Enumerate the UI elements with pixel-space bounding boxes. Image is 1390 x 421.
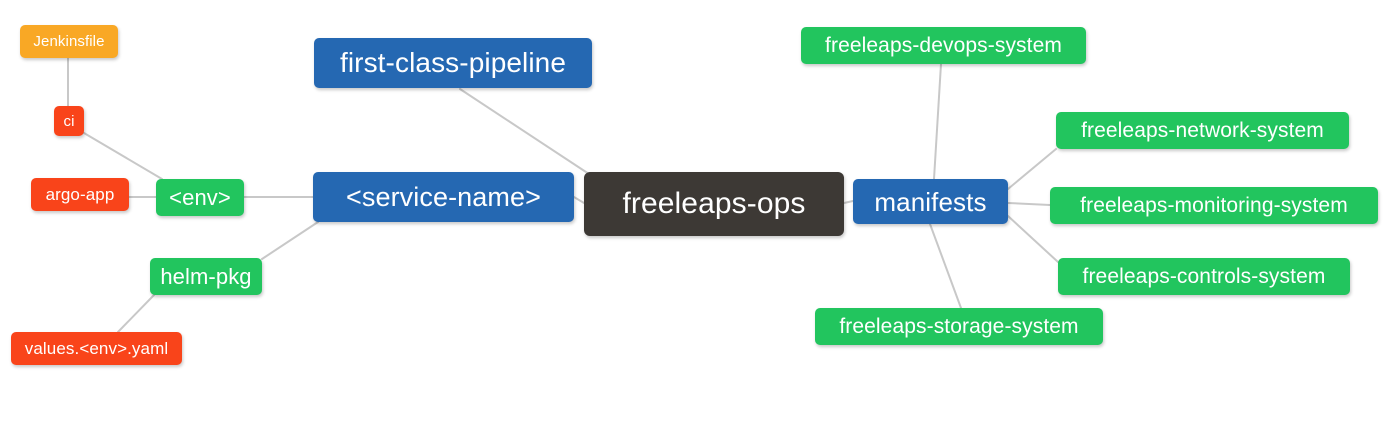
- edge-manifests-to-freeleaps-network-system: [1007, 148, 1057, 190]
- edge-freeleaps-ops-to-first-class-pipeline: [459, 88, 590, 175]
- edge-freeleaps-ops-to-service-name: [573, 196, 585, 204]
- edge-helm-pkg-to-values-env-yaml: [117, 294, 155, 333]
- node-freeleaps-controls-system[interactable]: freeleaps-controls-system: [1058, 258, 1350, 295]
- node-env[interactable]: <env>: [156, 179, 244, 216]
- node-freeleaps-storage-system[interactable]: freeleaps-storage-system: [815, 308, 1103, 345]
- edge-service-name-to-helm-pkg: [261, 221, 319, 260]
- node-values-env-yaml[interactable]: values.<env>.yaml: [11, 332, 182, 365]
- node-freeleaps-monitoring-system[interactable]: freeleaps-monitoring-system: [1050, 187, 1378, 224]
- node-freeleaps-devops-system[interactable]: freeleaps-devops-system: [801, 27, 1086, 64]
- node-freeleaps-ops[interactable]: freeleaps-ops: [584, 172, 844, 236]
- edge-manifests-to-freeleaps-monitoring-system: [1007, 202, 1051, 206]
- edge-manifests-to-freeleaps-controls-system: [1007, 215, 1059, 263]
- node-service-name[interactable]: <service-name>: [313, 172, 574, 222]
- edge-manifests-to-freeleaps-storage-system: [929, 223, 962, 309]
- edge-env-to-ci: [83, 132, 163, 180]
- edge-freeleaps-ops-to-manifests: [843, 200, 854, 204]
- node-helm-pkg[interactable]: helm-pkg: [150, 258, 262, 295]
- node-first-class-pipeline[interactable]: first-class-pipeline: [314, 38, 592, 88]
- node-freeleaps-network-system[interactable]: freeleaps-network-system: [1056, 112, 1349, 149]
- node-ci[interactable]: ci: [54, 106, 84, 136]
- node-argo-app[interactable]: argo-app: [31, 178, 129, 211]
- edge-manifests-to-freeleaps-devops-system: [933, 63, 942, 180]
- node-jenkinsfile[interactable]: Jenkinsfile: [20, 25, 118, 58]
- node-manifests[interactable]: manifests: [853, 179, 1008, 224]
